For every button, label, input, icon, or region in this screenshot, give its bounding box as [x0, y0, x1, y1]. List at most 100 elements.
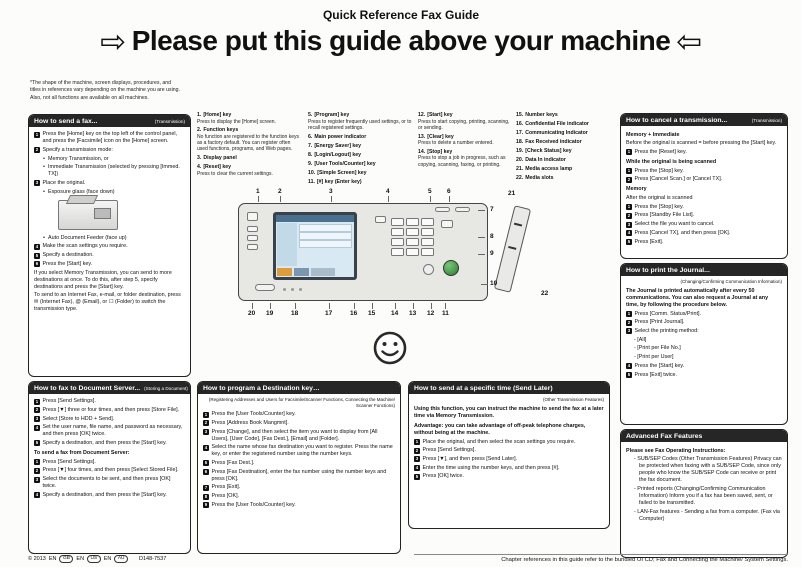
step-number-badge: 1: [34, 459, 40, 466]
line-text: Advantage: you can take advantage of off…: [414, 422, 586, 436]
line-text: - SUB/SEP Codes (Other Transmission Feat…: [634, 456, 782, 484]
key-name: 16.Confidential File indicator: [516, 121, 589, 127]
footer-note: Chapter references in this guide refer t…: [501, 557, 788, 563]
line-text: Select [Store to HDD + Send].: [42, 415, 115, 422]
key-entry: 10.[Simple Screen] key: [308, 170, 412, 177]
key-name: 3.Display panel: [197, 155, 237, 161]
line-text: If you select Memory Transmission, you c…: [34, 269, 172, 290]
line-text: Press the [User Tools/Counter] key.: [211, 501, 296, 508]
text-line: While the original is being scanned: [626, 159, 782, 166]
line-text: Enter the time using the number keys, an…: [422, 464, 560, 471]
text-line: Auto Document Feeder (face up): [34, 235, 185, 242]
key-entry: 13.[Clear] key Press to delete a number …: [418, 134, 510, 147]
control-panel-diagram: 1 2 3 4 5 6 7 8 9 10 11 12 13 14 15 16 1…: [228, 186, 573, 318]
callout-12: 12: [427, 303, 435, 317]
key-name: 15.Number keys: [516, 112, 558, 118]
box-title: How to fax to Document Server...: [34, 384, 141, 392]
callout-5: 5: [428, 188, 432, 202]
number-key: [406, 238, 419, 246]
screen-titlebar: [276, 215, 354, 222]
callout-18: 18: [291, 303, 299, 317]
step-number-badge: 1: [626, 168, 632, 175]
line-text: While the original is being scanned: [626, 158, 717, 165]
key-entry: 14.[Stop] key Press to stop a job in pro…: [418, 149, 510, 168]
text-line: Advantage: you can take advantage of off…: [414, 423, 604, 437]
function-key: [247, 226, 258, 232]
step-number-badge: 3: [626, 221, 632, 228]
key-name: 17.Communicating Indicator: [516, 130, 588, 136]
line-text: - [Print per User]: [634, 354, 674, 361]
line-text: - LAN-Fax features - Sending a fax from …: [634, 508, 780, 522]
key-name: 9.[User Tools/Counter] key: [308, 160, 376, 167]
key-name: 20.Data In indicator: [516, 157, 566, 163]
box-journal-header: How to print the Journal...: [621, 264, 787, 276]
box-send-fax-header: How to send a fax... (Transmission): [29, 115, 190, 127]
line-text: Press [Cancel Scan.] or [Cancel TX].: [634, 176, 723, 183]
number-key: [391, 218, 404, 226]
key-description: Press to display the [Home] screen.: [197, 118, 276, 125]
key-name: 14.[Stop] key: [418, 148, 453, 155]
start-key: [443, 260, 459, 276]
display-screen: [276, 215, 354, 277]
step-number-badge: 2: [626, 212, 632, 219]
line-text: Select the name whose fax destination yo…: [211, 444, 393, 458]
line-text: (Other Transmission Features): [542, 397, 604, 402]
key-description: No function are registered to the functi…: [197, 133, 300, 153]
doc-title: Quick Reference Fax Guide: [322, 8, 480, 22]
step-number-badge: 4: [626, 363, 632, 370]
text-line: Memory: [626, 186, 782, 193]
line-text: - [Print per File No.]: [634, 345, 681, 352]
line-text: Place the original.: [42, 180, 86, 187]
step-number-badge: 4: [34, 424, 40, 431]
text-line: [58, 199, 118, 230]
text-line: Memory + Immediate: [626, 132, 782, 139]
box-advanced-features: Advanced Fax Features Please see Fax Ope…: [620, 429, 788, 558]
key-list-col4: 15.Number keys 16.Confidential File indi…: [516, 112, 606, 184]
key-name: 12.[Start] key: [418, 112, 453, 118]
key-list-col3: 12.[Start] key Press to start copying, p…: [418, 112, 510, 170]
step-number-badge: 1: [203, 411, 209, 418]
control-panel: [238, 203, 488, 301]
line-text: Press [Standby File List].: [634, 212, 695, 219]
text-line: To send to an Internet Fax, e-mail, or f…: [34, 292, 185, 313]
step-number-badge: 3: [414, 456, 420, 463]
line-text: Place the original, and then select the …: [422, 438, 576, 445]
line-text: Please see Fax Operating Instructions:: [626, 447, 726, 454]
key-name: 2.Function keys: [197, 127, 239, 134]
line-text: After the original is scanned: [626, 195, 693, 202]
key-name: 18.Fax Received indicator: [516, 139, 582, 145]
line-text: Press [Fax Dest.].: [211, 460, 255, 467]
step-number-badge: 1: [414, 438, 420, 445]
text-line: After the original is scanned: [626, 195, 782, 202]
key-entry: 1.[Home] key Press to display the [Home]…: [197, 112, 301, 125]
line-text: Select the file you want to cancel.: [634, 221, 715, 228]
line-text: To send a fax from Document Server:: [34, 450, 130, 457]
line-text: Press [Exit].: [211, 484, 241, 491]
step-number-badge: 6: [34, 261, 40, 268]
box-advanced-header: Advanced Fax Features: [621, 430, 787, 442]
box-program-body: (Registering Addresses and Users for Fac…: [198, 394, 400, 515]
text-line: - Printed reports (Changing/Confirming C…: [626, 486, 782, 507]
document-code: D148-7537: [139, 555, 167, 562]
text-line: - [Print per User]: [626, 354, 782, 361]
callout-11: 11: [442, 303, 449, 317]
key-entry: 4.[Reset] key Press to clear the current…: [197, 164, 301, 177]
